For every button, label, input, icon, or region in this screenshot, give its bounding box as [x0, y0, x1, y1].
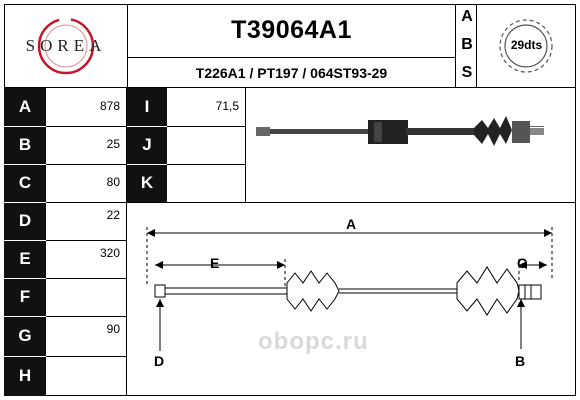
- diagram-inner-boot: [286, 270, 340, 312]
- abs-badge-cell: 29dts: [477, 4, 576, 88]
- abs-letter-b: B: [461, 36, 473, 53]
- row-value-a: 878: [99, 99, 120, 113]
- left-table-right-border: [126, 88, 127, 396]
- row-letter-k: K: [127, 164, 167, 202]
- cross-references: T226A1 / PT197 / 064ST93-29: [195, 64, 388, 81]
- part-number: T39064A1: [231, 16, 352, 44]
- stub-axle: [530, 128, 544, 135]
- letter-separator: [4, 278, 46, 279]
- row-value-g: 90: [106, 322, 120, 336]
- letter-separator: [4, 356, 46, 357]
- diagram-outer-stub: [518, 284, 542, 300]
- mid-table: I 71,5 J K: [127, 88, 245, 202]
- abs-letters-cell: A B S: [455, 4, 477, 88]
- shaft-bar-right: [406, 128, 476, 135]
- letter-separator: [4, 240, 46, 241]
- row-divider: [46, 316, 126, 317]
- row-divider: [46, 240, 126, 241]
- shaft-bar: [264, 129, 374, 134]
- dimension-label-a: A: [346, 216, 357, 232]
- letter-separator: [4, 164, 46, 165]
- row-letter-e: E: [4, 240, 46, 278]
- part-number-cell: T39064A1: [128, 4, 455, 58]
- row-letter-j: J: [127, 126, 167, 164]
- letter-separator: [4, 316, 46, 317]
- row-letter-b: B: [4, 126, 46, 164]
- dimension-label-e: E: [210, 255, 220, 271]
- row-divider: [46, 164, 126, 165]
- mid-table-bottom-border: [127, 202, 576, 203]
- row-value-c: 80: [106, 175, 120, 189]
- dimension-label-d: D: [154, 353, 165, 369]
- letter-separator: [127, 164, 167, 165]
- row-value-b: 25: [106, 137, 120, 151]
- row-letter-g: G: [4, 316, 46, 356]
- row-divider: [46, 126, 126, 127]
- shaft-inner-joint: [256, 127, 270, 136]
- row-value-k: [167, 164, 239, 202]
- logo-box: SOREA: [4, 4, 128, 88]
- brand-name: SOREA: [25, 36, 107, 55]
- row-value-f: [46, 278, 120, 316]
- letter-separator: [127, 126, 167, 127]
- row-divider: [46, 356, 126, 357]
- row-letter-i: I: [127, 88, 167, 126]
- cv-boot: [474, 116, 512, 146]
- row-value-i: 71,5: [215, 99, 239, 113]
- row-letter-d: D: [4, 202, 46, 240]
- dimension-diagram: [146, 227, 553, 351]
- drive-shaft-image: [256, 116, 544, 146]
- row-letter-f: F: [4, 278, 46, 316]
- row-value-j: [167, 126, 239, 164]
- row-divider: [46, 278, 126, 279]
- sorea-logo-circle: [37, 17, 95, 75]
- letter-separator: [4, 126, 46, 127]
- row-letter-a: A: [4, 88, 46, 126]
- row-value-e: 320: [99, 246, 120, 260]
- dimension-label-b: B: [515, 353, 526, 369]
- row-value-d: 22: [106, 208, 120, 222]
- dimension-label-c: C: [517, 255, 528, 271]
- row-divider: [46, 202, 126, 203]
- abs-letter-a: A: [461, 8, 473, 25]
- mid-table-right-border: [245, 88, 246, 202]
- row-divider: [167, 126, 245, 127]
- cross-ref-cell: T226A1 / PT197 / 064ST93-29: [128, 58, 455, 88]
- row-value-h: [46, 356, 120, 396]
- row-divider: [167, 164, 245, 165]
- diagram-inner-stub: [154, 284, 166, 298]
- row-letter-h: H: [4, 356, 46, 396]
- abs-badge-text: 29dts: [510, 38, 543, 52]
- watermark: oboрс.ru: [258, 328, 369, 355]
- abs-letter-s: S: [461, 64, 473, 81]
- letter-separator: [4, 202, 46, 203]
- gear-icon: [499, 19, 553, 73]
- cv-joint-outer: [512, 121, 530, 143]
- row-letter-c: C: [4, 164, 46, 202]
- diagram-outer-boot: [456, 266, 520, 316]
- left-table: A 878 B 25 C 80 D 22 E 320 F G 90 H: [4, 88, 126, 396]
